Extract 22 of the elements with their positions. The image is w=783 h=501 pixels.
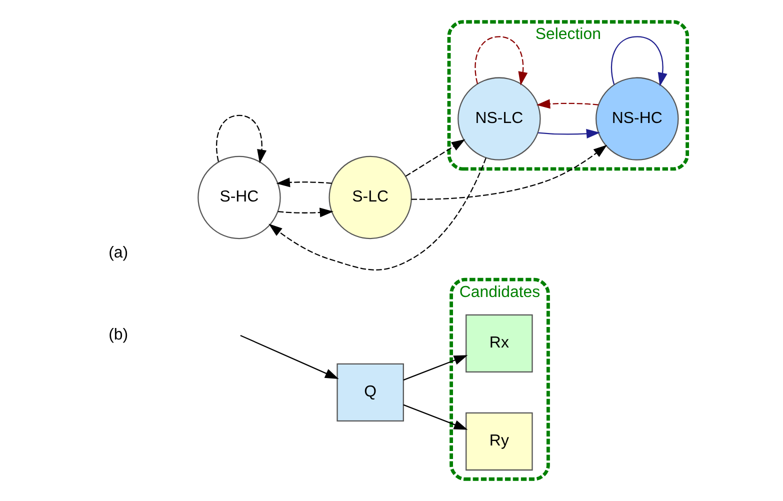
arrow	[402, 355, 468, 381]
arrow	[277, 208, 333, 218]
arrow	[240, 334, 338, 379]
label: (b)	[108, 326, 128, 344]
node-circle: NS-LC	[457, 77, 540, 160]
arrow	[268, 158, 486, 270]
arrow	[276, 178, 332, 188]
arrow	[410, 144, 607, 200]
node-box: Ry	[465, 412, 532, 471]
arrow	[404, 139, 465, 177]
arrow	[474, 36, 528, 86]
arrow	[536, 99, 598, 109]
node-box: Rx	[465, 314, 532, 372]
label: (a)	[108, 244, 128, 262]
arrow	[402, 404, 468, 430]
arrow	[538, 128, 600, 138]
node-circle: S-HC	[197, 156, 280, 240]
node-circle: S-LC	[328, 156, 412, 240]
arrow	[216, 114, 266, 164]
arrow	[610, 36, 667, 86]
node-box: Q	[336, 363, 404, 422]
node-circle: NS-HC	[595, 77, 678, 160]
